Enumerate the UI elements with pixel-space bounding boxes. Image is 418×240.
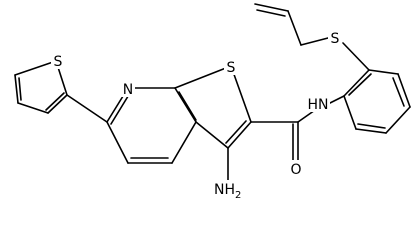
bond bbox=[227, 121, 252, 149]
bond bbox=[66, 94, 108, 123]
atom-nh2-main: NH bbox=[214, 182, 235, 198]
bond bbox=[287, 10, 302, 46]
bond bbox=[195, 121, 229, 149]
bond bbox=[230, 65, 252, 123]
atom-labels: S N S HN S O NH2 bbox=[51, 29, 342, 201]
bond bbox=[342, 42, 370, 71]
bond bbox=[368, 69, 399, 75]
atom-n-pyridine: N bbox=[123, 82, 133, 98]
bond bbox=[178, 91, 197, 121]
bonds bbox=[14, 3, 411, 181]
bond bbox=[47, 94, 68, 114]
bond bbox=[14, 74, 19, 104]
bond bbox=[348, 73, 372, 96]
molecule-diagram: S N S HN S O NH2 bbox=[14, 3, 411, 201]
atom-nh2: NH2 bbox=[214, 182, 241, 201]
bond bbox=[343, 69, 370, 97]
bond bbox=[397, 73, 411, 108]
atom-s-thiophene: S bbox=[54, 54, 63, 70]
bond bbox=[174, 87, 197, 123]
bond bbox=[14, 60, 57, 76]
bond bbox=[343, 95, 357, 130]
bond bbox=[110, 92, 131, 125]
bond bbox=[256, 9, 286, 17]
bond bbox=[300, 37, 329, 46]
structure-svg: S N S HN S O NH2 bbox=[14, 3, 411, 201]
bond bbox=[327, 95, 345, 105]
bond bbox=[171, 121, 197, 164]
bond bbox=[225, 120, 247, 144]
bond bbox=[355, 128, 387, 134]
bond bbox=[18, 77, 22, 101]
atom-nh2-subscript: 2 bbox=[235, 190, 241, 201]
atom-s-thioether: S bbox=[331, 31, 340, 47]
bond bbox=[45, 92, 65, 111]
bond bbox=[254, 3, 289, 12]
bond bbox=[106, 121, 129, 164]
bond bbox=[392, 77, 405, 107]
bond bbox=[174, 65, 232, 89]
atom-s-thienopyridine: S bbox=[227, 60, 236, 76]
bond bbox=[357, 123, 386, 129]
bond bbox=[17, 102, 49, 114]
atom-o-carbonyl: O bbox=[290, 162, 301, 178]
atom-nh-amide: HN bbox=[308, 97, 329, 113]
bond bbox=[385, 106, 411, 134]
